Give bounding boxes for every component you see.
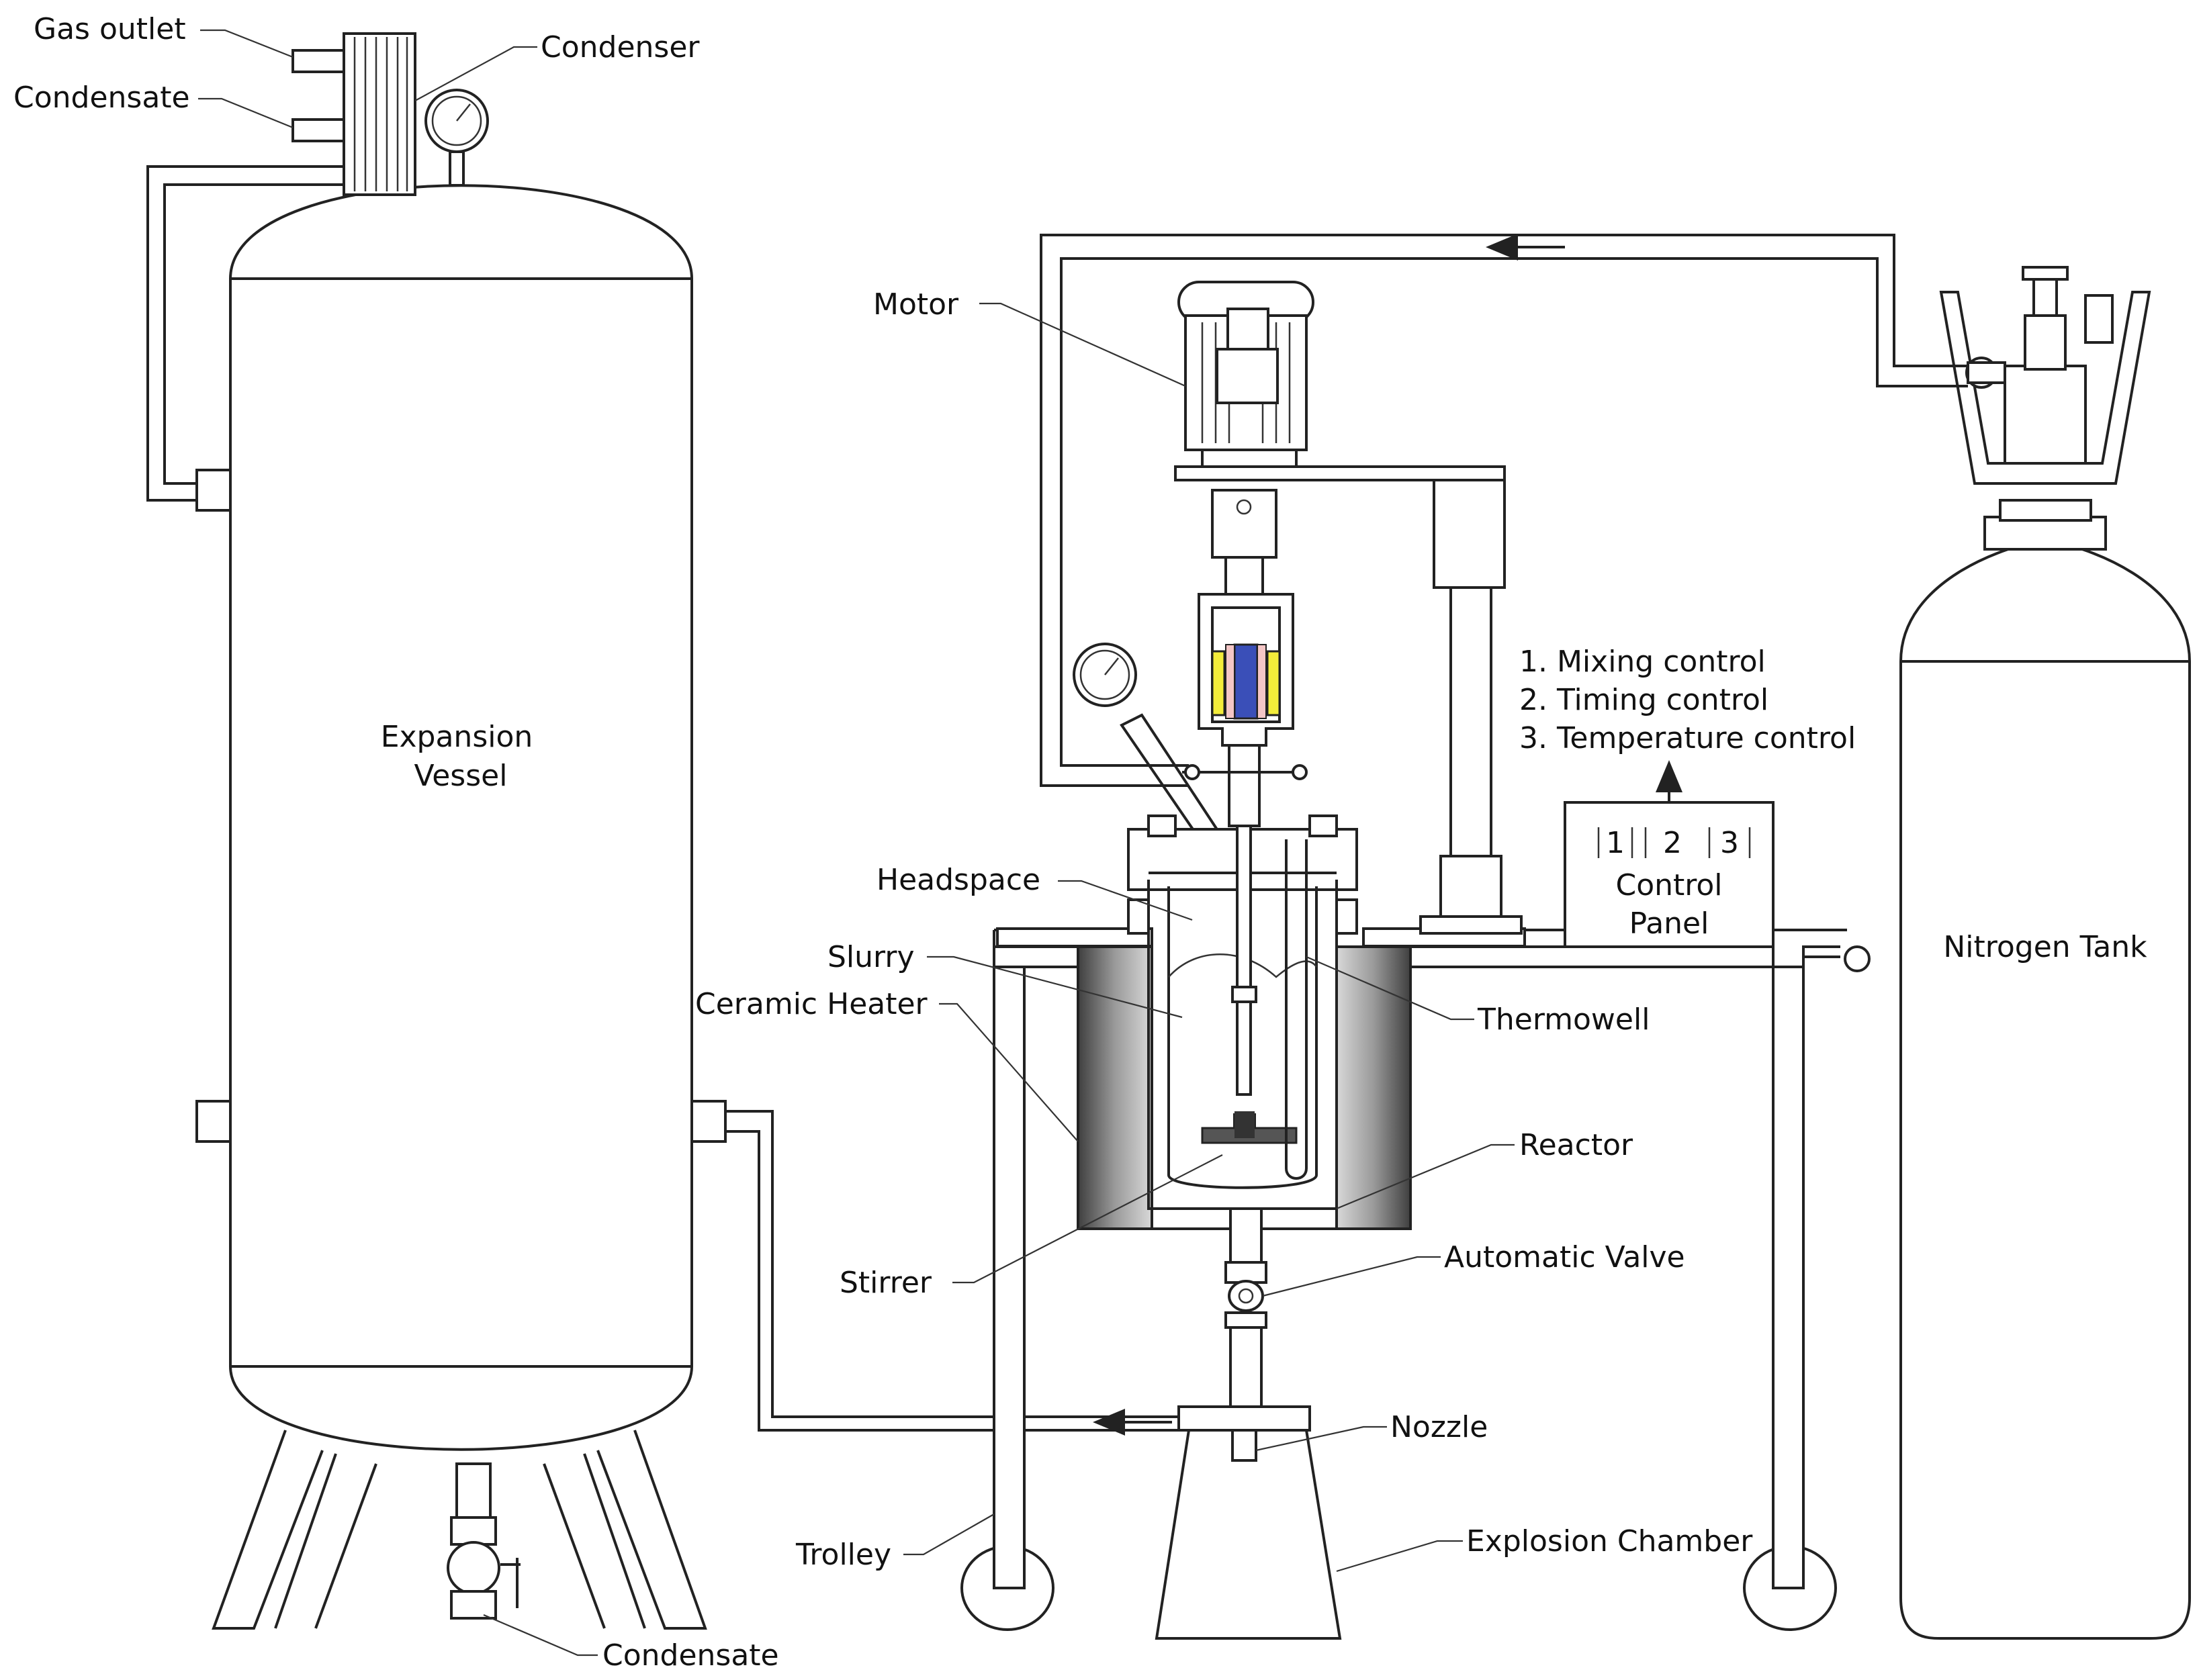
label-nitrogen-tank: Nitrogen Tank (1943, 930, 2147, 964)
core-blue (1233, 643, 1259, 720)
vessel-to-chamber-pipe (725, 1110, 1179, 1432)
ceramic-heater (1077, 945, 1412, 1230)
nitrogen-feed-pipe (1040, 234, 1968, 787)
label-stirrer: Stirrer (840, 1154, 1223, 1300)
label-condensate-bottom: Condensate (483, 1614, 779, 1673)
label-headspace: Headspace (877, 863, 1193, 921)
explosion-chamber (1155, 1405, 1342, 1640)
svg-text:Stirrer: Stirrer (840, 1266, 932, 1300)
label-nozzle: Nozzle (1255, 1410, 1488, 1452)
motor-assembly (1174, 281, 1523, 935)
svg-text:Nitrogen Tank: Nitrogen Tank (1943, 930, 2147, 964)
control-button-2[interactable]: 2 (1663, 826, 1682, 860)
vessel-legs (212, 1430, 707, 1630)
svg-text:Nozzle: Nozzle (1390, 1410, 1488, 1444)
control-list-item-3: 3. Temperature control (1519, 721, 1856, 755)
svg-text:Trolley: Trolley (795, 1538, 891, 1572)
control-panel-label-line2: Panel (1629, 906, 1709, 941)
reactor-gauge (1073, 643, 1228, 855)
svg-text:Automatic Valve: Automatic Valve (1444, 1240, 1685, 1274)
label-slurry: Slurry (827, 940, 1183, 1019)
svg-text:Headspace: Headspace (877, 863, 1040, 897)
control-list-item-1: 1. Mixing control (1519, 645, 1766, 679)
thermowell (1285, 839, 1308, 1180)
control-panel: 1 2 3 Control Panel (1564, 760, 1775, 948)
top-pressure-gauge (424, 89, 489, 187)
label-condensate-top: Condensate (13, 81, 294, 129)
svg-text:Slurry: Slurry (827, 940, 915, 974)
control-button-1[interactable]: 1 (1606, 826, 1625, 860)
svg-text:Expansion: Expansion (381, 720, 533, 754)
magnetic-drive (1182, 593, 1308, 827)
control-list: 1. Mixing control 2. Timing control 3. T… (1519, 645, 1856, 755)
core-pink-left (1225, 644, 1235, 719)
expansion-vessel (195, 184, 727, 1451)
svg-text:Ceramic Heater: Ceramic Heater (695, 987, 928, 1021)
label-explosion-chamber: Explosion Chamber (1336, 1524, 1753, 1573)
coil-left (1211, 650, 1226, 716)
svg-text:Condenser: Condenser (541, 30, 700, 64)
svg-text:Condensate: Condensate (13, 81, 190, 115)
coil-right (1266, 650, 1281, 716)
label-gas-outlet: Gas outlet (34, 12, 294, 58)
label-trolley: Trolley (795, 1513, 995, 1572)
bottom-drain-valve (447, 1462, 521, 1620)
core-pink-right (1257, 644, 1267, 719)
svg-text:Vessel: Vessel (414, 759, 508, 793)
label-automatic-valve: Automatic Valve (1262, 1240, 1685, 1297)
svg-text:Motor: Motor (873, 287, 959, 322)
control-list-item-2: 2. Timing control (1519, 683, 1768, 717)
label-reactor: Reactor (1336, 1128, 1633, 1210)
svg-text:Reactor: Reactor (1519, 1128, 1633, 1162)
svg-text:Gas outlet: Gas outlet (34, 12, 186, 46)
automatic-valve (1224, 1207, 1267, 1409)
label-ceramic-heater: Ceramic Heater (695, 987, 1079, 1142)
svg-text:Condensate: Condensate (602, 1638, 779, 1673)
stirrer (1201, 825, 1298, 1144)
label-thermowell: Thermowell (1306, 955, 1650, 1037)
svg-text:Thermowell: Thermowell (1477, 1002, 1650, 1037)
label-condenser: Condenser (414, 30, 700, 101)
condenser (291, 32, 416, 196)
label-expansion-vessel: Expansion Vessel (381, 720, 533, 793)
svg-text:Explosion Chamber: Explosion Chamber (1466, 1524, 1753, 1558)
control-button-3[interactable]: 3 (1720, 826, 1739, 860)
control-panel-label-line1: Control (1615, 868, 1722, 902)
nitrogen-tank (1899, 266, 2191, 1640)
label-motor: Motor (873, 287, 1186, 387)
left-loop-pipe (146, 165, 344, 502)
